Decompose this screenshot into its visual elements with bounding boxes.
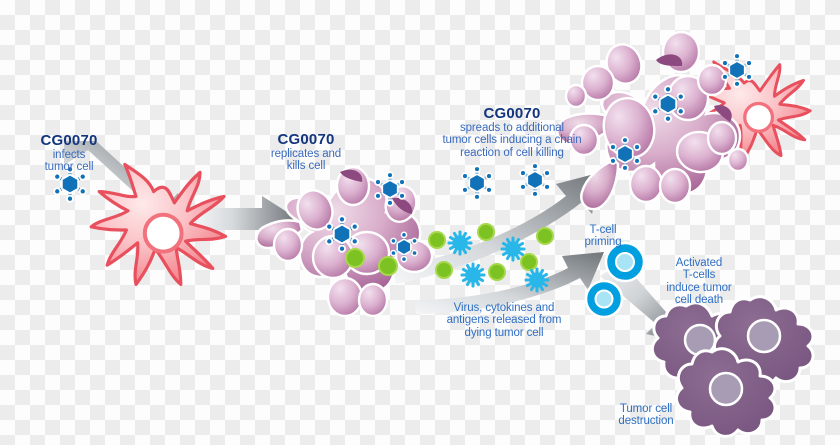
virus-particle [52,164,88,204]
antigen-particle [428,231,446,249]
antigen-particle [488,263,506,281]
virus-particle-small [460,262,486,288]
antigen-particle [435,261,453,279]
virus-particle [460,164,494,202]
priming-arrow [414,252,604,314]
antigen-particle [520,253,538,271]
destroyed-tumor-cells [650,295,815,438]
infected-cell-cluster-right [556,30,750,211]
dead-cell [674,347,777,438]
virus-particle [518,161,552,199]
antigen-particle [345,248,365,268]
released-particles [428,223,554,293]
antigen-particle [477,223,495,241]
antigen-particle [536,227,554,245]
t-cell [584,279,624,319]
t-cell [604,241,646,283]
antigen-particle [378,256,398,276]
spread-arrow [392,172,602,284]
